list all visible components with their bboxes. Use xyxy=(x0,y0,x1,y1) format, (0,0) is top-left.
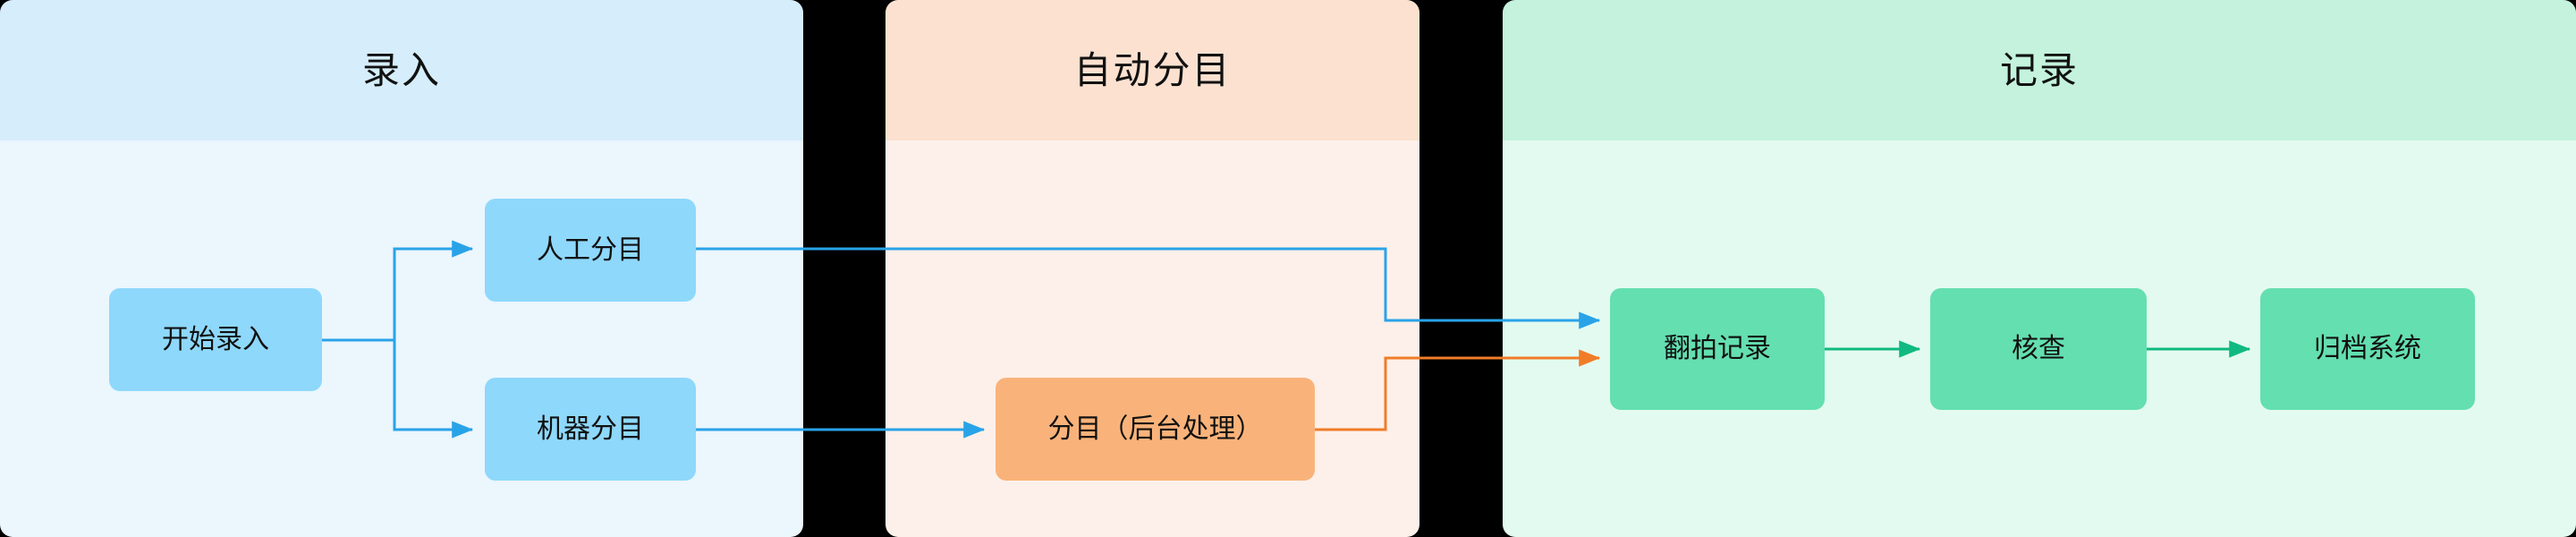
node-machine-sort[interactable]: 机器分目 xyxy=(485,378,696,481)
swimlane-header-record: 记录 xyxy=(1503,0,2576,141)
node-start-entry[interactable]: 开始录入 xyxy=(109,288,322,391)
swimlane-header-entry: 录入 xyxy=(0,0,803,141)
swimlane-title-entry: 录入 xyxy=(361,47,441,92)
swimlane-title-record: 记录 xyxy=(1999,47,2079,92)
swimlane-auto-sort: 自动分目 xyxy=(886,0,1419,537)
swimlane-title-auto-sort: 自动分目 xyxy=(1073,47,1232,92)
node-background-sort[interactable]: 分目（后台处理） xyxy=(996,378,1315,481)
node-manual-sort[interactable]: 人工分目 xyxy=(485,199,696,302)
swimlane-header-auto-sort: 自动分目 xyxy=(886,0,1419,141)
node-verify[interactable]: 核查 xyxy=(1930,288,2147,410)
swimlane-record: 记录 xyxy=(1503,0,2576,537)
node-archive-system[interactable]: 归档系统 xyxy=(2260,288,2475,410)
node-rephoto-record[interactable]: 翻拍记录 xyxy=(1610,288,1825,410)
